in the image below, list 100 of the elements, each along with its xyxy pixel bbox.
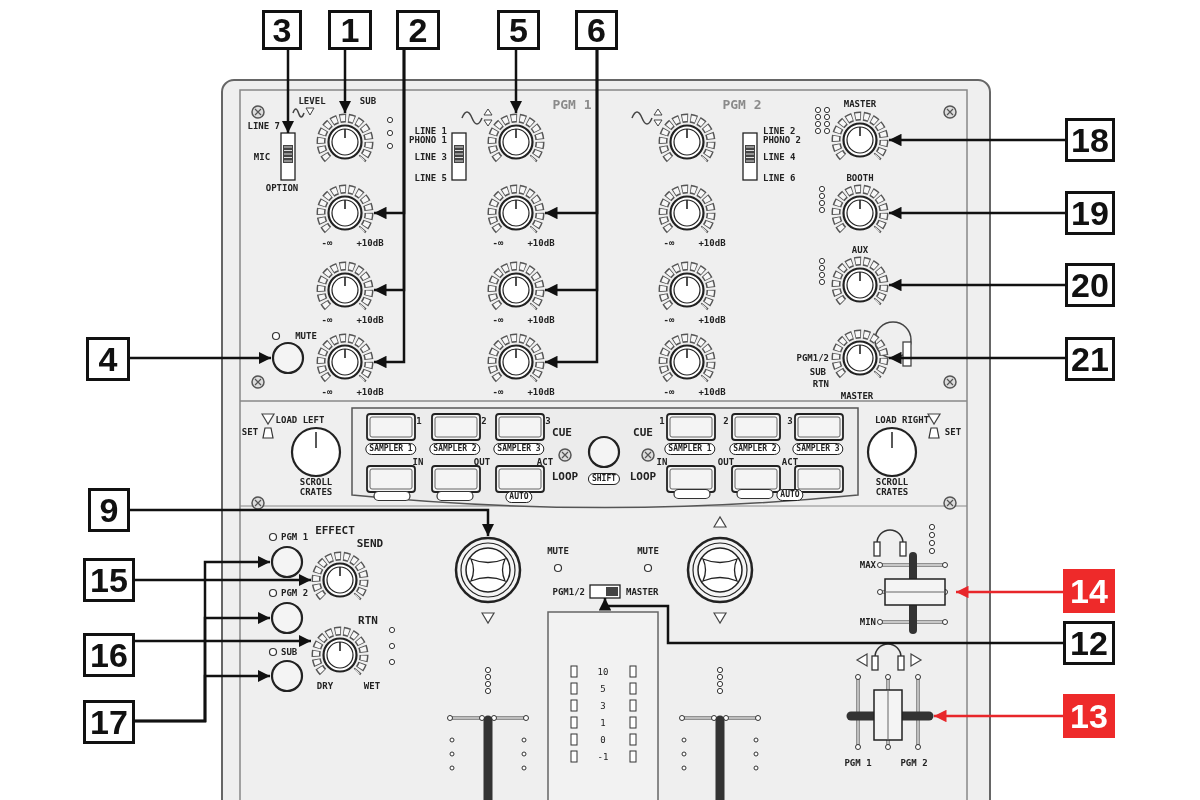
panel-label: BOOTH	[846, 173, 874, 183]
meter-scale-number: -1	[597, 752, 609, 762]
rotary-knob	[831, 111, 889, 162]
panel-label: LINE 7	[247, 121, 280, 131]
leader-line	[956, 585, 1063, 599]
panel-label: PGM 2	[281, 588, 309, 598]
slide-switch	[452, 133, 466, 180]
browse-knob	[867, 427, 917, 477]
scale-label: -∞	[492, 238, 504, 248]
panel-label: PGM1/2	[796, 353, 829, 363]
leader-line	[281, 50, 295, 133]
leader-line	[509, 50, 523, 113]
meter-scale-number: 3	[600, 701, 606, 711]
pill-label: SAMPLER 3	[792, 443, 844, 455]
scale-label: +10dB	[698, 238, 726, 248]
rotary-knob	[316, 113, 374, 164]
pill-label: SAMPLER 3	[493, 443, 545, 455]
panel-label: CUE	[633, 425, 653, 439]
scale-label: -∞	[663, 387, 675, 397]
panel-label: MUTE	[637, 546, 659, 556]
rotary-knob	[831, 329, 889, 380]
panel-label: RTN	[358, 613, 378, 627]
scale-label: -∞	[321, 238, 333, 248]
rotary-knob	[316, 333, 374, 384]
panel-label: WET	[363, 681, 381, 691]
leader-line	[338, 50, 352, 113]
panel-label: SUB	[281, 647, 298, 657]
callout-number: 4	[86, 337, 130, 381]
callout-number: 13	[1063, 694, 1115, 738]
callout-number: 9	[88, 488, 130, 532]
pill-label: SAMPLER 1	[365, 443, 417, 455]
panel-label: DRY	[316, 681, 334, 691]
meter-scale-number: 10	[597, 667, 609, 677]
scale-label: +10dB	[527, 315, 555, 325]
rotary-knob	[831, 184, 889, 235]
rotary-knob	[487, 184, 545, 235]
scale-label: -∞	[663, 238, 675, 248]
panel-label: AUX	[851, 245, 869, 255]
jog-control	[686, 536, 754, 604]
meter-scale-number: 1	[600, 718, 606, 728]
panel-label: LOOP	[629, 469, 657, 483]
section-heading: PGM 2	[722, 96, 762, 112]
pill-label: SAMPLER 2	[429, 443, 481, 455]
jog-control	[454, 536, 522, 604]
scale-label: -∞	[492, 315, 504, 325]
leader-line	[545, 50, 599, 369]
scale-label: -∞	[492, 387, 504, 397]
leader-line	[889, 278, 1065, 292]
panel-label: 1	[659, 416, 665, 426]
leader-line	[889, 206, 1065, 220]
panel-label: IN	[656, 457, 668, 467]
panel-label: LOOP	[551, 469, 579, 483]
callout-number: 1	[328, 10, 372, 50]
leader-line	[135, 573, 311, 587]
leader-line	[130, 351, 271, 365]
panel-label: ACT	[536, 457, 554, 467]
meter-scale-number: 5	[600, 684, 606, 694]
callout-number: 20	[1065, 263, 1115, 307]
rotary-knob	[316, 184, 374, 235]
callout-number: 15	[83, 558, 135, 602]
slide-switch	[281, 133, 295, 180]
panel-label: PHONO 1	[409, 135, 447, 145]
rotary-knob	[658, 184, 716, 235]
rotary-knob	[316, 261, 374, 312]
panel-label: SET	[241, 427, 259, 437]
panel-label: PGM 1	[281, 532, 309, 542]
panel-label: SUB	[359, 96, 377, 106]
callout-number: 5	[497, 10, 540, 50]
push-button	[587, 435, 621, 469]
scale-label: -∞	[321, 387, 333, 397]
panel-label: MASTER	[843, 99, 877, 109]
callout-number: 14	[1063, 569, 1115, 613]
callout-number: 6	[575, 10, 618, 50]
pill-label: AUTO	[776, 489, 804, 501]
scale-label: +10dB	[698, 387, 726, 397]
panel-label: LINE 2	[763, 126, 796, 136]
panel-label: MASTER	[840, 391, 874, 401]
panel-label: PGM 1	[844, 758, 872, 768]
scale-label: +10dB	[356, 315, 384, 325]
panel-label: OUT	[473, 457, 491, 467]
panel-label: SEND	[356, 536, 384, 550]
panel-label: LOAD LEFT	[275, 415, 325, 425]
scale-label: -∞	[321, 315, 333, 325]
panel-label: SET	[944, 427, 962, 437]
panel-label: IN	[412, 457, 424, 467]
rotary-knob	[658, 261, 716, 312]
callout-number: 2	[396, 10, 440, 50]
panel-label: PGM 2	[900, 758, 928, 768]
scale-label: +10dB	[527, 238, 555, 248]
slide-switch	[743, 133, 757, 180]
push-button	[270, 545, 304, 579]
panel-label: MIC	[253, 152, 271, 162]
callout-number: 21	[1065, 337, 1115, 381]
panel-label: 2	[723, 416, 729, 426]
panel-label: 3	[787, 416, 793, 426]
slide-switch	[590, 585, 620, 598]
leader-line	[374, 50, 406, 369]
leader-line	[889, 351, 1065, 365]
push-button	[271, 341, 305, 375]
panel-label: ACT	[781, 457, 799, 467]
